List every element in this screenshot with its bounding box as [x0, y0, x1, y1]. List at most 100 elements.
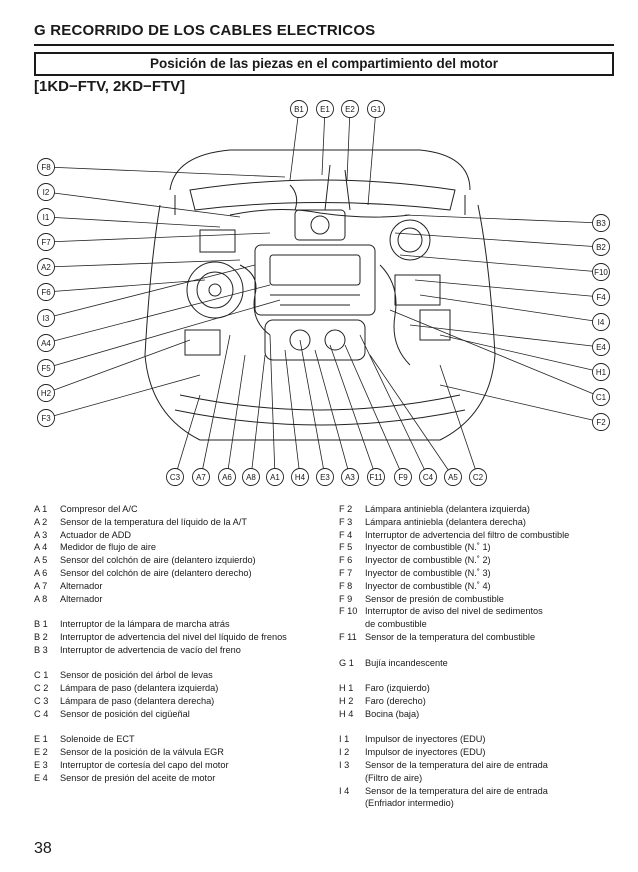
legend-description: Medidor de flujo de aire — [60, 541, 334, 554]
label-text: F11 — [369, 473, 383, 482]
label-left: A4 — [37, 334, 55, 352]
legend-code: C 1 — [34, 670, 49, 681]
leader-line — [174, 394, 201, 478]
legend-description: Sensor de la temperatura del aire de ent… — [365, 785, 619, 811]
legend-description: Solenoide de ECT — [60, 733, 334, 746]
legend-description-text: Faro (izquierdo) — [365, 683, 430, 694]
label-text: F6 — [41, 288, 51, 297]
label-bottom: A8 — [242, 468, 260, 486]
leader-line — [289, 108, 300, 181]
label-circle — [367, 100, 385, 118]
legend-description: Bujía incandescente — [365, 657, 619, 670]
label-circle — [37, 309, 55, 327]
legend-description-text: Interruptor de advertencia del nivel del… — [60, 631, 287, 642]
legend-description: Alternador — [60, 593, 334, 606]
legend-code: A 3 — [34, 529, 48, 540]
label-circle — [592, 388, 610, 406]
leader-line — [394, 232, 602, 248]
label-circle — [242, 468, 260, 486]
legend-description-continued: (Filtro de aire) — [365, 772, 423, 783]
engine-model-label: [1KD−FTV, 2KD−FTV] — [34, 78, 186, 95]
label-bottom: C4 — [419, 468, 437, 486]
label-left: F8 — [37, 158, 55, 176]
legend-description: Sensor de la temperatura del líquido de … — [60, 516, 334, 529]
leader-line — [367, 108, 377, 206]
legend-description-continued: de combustible — [365, 619, 427, 630]
label-top: G1 — [367, 100, 385, 118]
legend-code: F 6 — [339, 555, 353, 566]
legend-description: Interruptor de advertencia del filtro de… — [365, 529, 619, 542]
label-circle — [266, 468, 284, 486]
label-left: H2 — [37, 384, 55, 402]
legend-description-text: Alternador — [60, 580, 103, 591]
legend-description-text: Impulsor de inyectores (EDU) — [365, 747, 486, 758]
legend-code: H 2 — [339, 695, 354, 706]
legend-code: F 5 — [339, 542, 353, 553]
legend-description: Inyector de combustible (N.˚ 1) — [365, 541, 619, 554]
legend-description-text: Sensor del colchón de aire (delantero iz… — [60, 555, 256, 566]
label-circle — [218, 468, 236, 486]
section-subtitle: Posición de las piezas en el compartimie… — [34, 52, 614, 76]
leader-line — [414, 279, 602, 298]
legend-code: E 2 — [34, 747, 48, 758]
legend-description-text: Bujía incandescente — [365, 657, 448, 668]
leader-line — [389, 309, 602, 398]
legend-gap — [34, 721, 334, 734]
leader-line — [409, 324, 602, 348]
label-bottom: A5 — [444, 468, 462, 486]
label-bottom: F9 — [394, 468, 412, 486]
legend-code: F 8 — [339, 580, 353, 591]
label-circle — [341, 100, 359, 118]
leader-line — [45, 284, 271, 344]
legend-description: Sensor de posición del cigüeñal — [60, 708, 334, 721]
legend-description-text: Sensor de posición del cigüeñal — [60, 708, 190, 719]
legend-code: G 1 — [339, 657, 354, 668]
label-text: A5 — [448, 473, 458, 482]
legend-description-text: Interruptor de la lámpara de marcha atrá… — [60, 619, 230, 630]
label-right: I4 — [592, 313, 610, 331]
legend-item: F 5 Inyector de combustible (N.˚ 1) — [339, 541, 619, 554]
legend-code: H 1 — [339, 683, 354, 694]
legend-description-text: Sensor de la temperatura del aire de ent… — [365, 785, 548, 796]
label-left: A2 — [37, 258, 55, 276]
leader-line — [226, 354, 246, 478]
label-circle — [37, 233, 55, 251]
legend-description: Impulsor de inyectores (EDU) — [365, 746, 619, 759]
label-right: C1 — [592, 388, 610, 406]
label-bottom: H4 — [291, 468, 309, 486]
leader-line — [200, 334, 231, 478]
legend-description-text: Sensor de la temperatura del combustible — [365, 631, 536, 642]
leader-line — [45, 259, 241, 268]
label-circle — [37, 208, 55, 226]
label-bottom: A3 — [341, 468, 359, 486]
leader-line — [439, 334, 602, 373]
legend-description: Sensor de la posición de la válvula EGR — [60, 746, 334, 759]
label-circle — [592, 263, 610, 281]
label-circle — [592, 363, 610, 381]
legend-description: Interruptor de advertencia del nivel del… — [60, 631, 334, 644]
legend-code: A 6 — [34, 567, 48, 578]
leader-line — [439, 384, 602, 423]
label-text: A1 — [270, 473, 280, 482]
leader-lines — [45, 108, 602, 478]
page-number: 38 — [34, 840, 52, 857]
leader-line — [329, 344, 377, 478]
legend-code: A 5 — [34, 555, 48, 566]
legend-description: Sensor de posición del árbol de levas — [60, 669, 334, 682]
legend-code: C 2 — [34, 683, 49, 694]
label-circle — [592, 313, 610, 331]
legend-description: Lámpara antiniebla (delantera izquierda) — [365, 503, 619, 516]
legend-description-text: Lámpara de paso (delantera derecha) — [60, 695, 215, 706]
label-text: A2 — [41, 263, 51, 272]
legend-description-text: Inyector de combustible (N.˚ 4) — [365, 580, 491, 591]
label-circle — [444, 468, 462, 486]
